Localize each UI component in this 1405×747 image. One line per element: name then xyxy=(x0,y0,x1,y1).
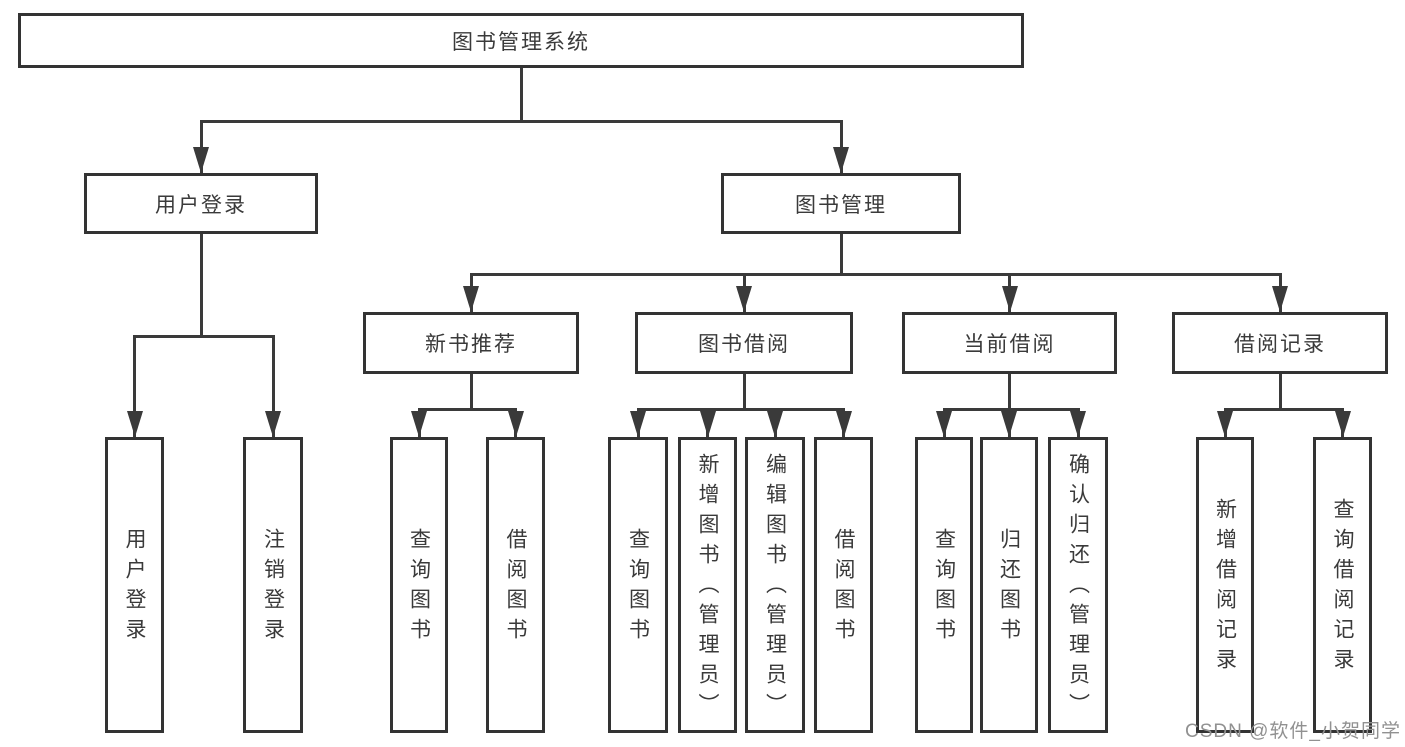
arrow-down-icon xyxy=(699,411,716,437)
connector-to-book-management xyxy=(839,120,843,173)
arrow-down-icon xyxy=(1070,411,1086,437)
connector-root-stem xyxy=(519,68,523,120)
leaf-borrow-books: 借阅图书 xyxy=(814,437,873,733)
arrow-down-icon xyxy=(1272,286,1288,312)
arrow-down-icon xyxy=(1334,411,1351,437)
node-current-borrow: 当前借阅 xyxy=(902,312,1117,374)
connector-user-login-hline xyxy=(133,335,275,338)
connector-new-book-hline xyxy=(417,408,517,411)
node-new-book-recommend: 新书推荐 xyxy=(363,312,579,374)
leaf-user-login: 用户登录 xyxy=(105,437,164,733)
leaf-query-books-current: 查询图书 xyxy=(915,437,973,733)
arrow-down-icon xyxy=(630,411,646,437)
arrow-down-icon xyxy=(193,147,209,173)
connector-to-leaf-user-login xyxy=(133,335,136,437)
arrow-down-icon xyxy=(833,147,849,173)
connector-borrow-records-stem xyxy=(1278,374,1282,408)
node-user-login-branch: 用户登录 xyxy=(84,173,318,234)
connector-to-leaf-logout xyxy=(271,335,275,437)
arrow-down-icon xyxy=(736,286,752,312)
connector-level3-hline xyxy=(469,273,1282,276)
arrow-down-icon xyxy=(126,411,143,437)
connector-borrow-records-hline xyxy=(1223,408,1344,411)
leaf-edit-books-admin: 编辑图书（管理员） xyxy=(745,437,805,733)
leaf-query-books-recommend: 查询图书 xyxy=(390,437,448,733)
leaf-add-books-admin: 新增图书（管理员） xyxy=(678,437,737,733)
leaf-query-borrow-record: 查询借阅记录 xyxy=(1313,437,1372,733)
connector-to-user-login xyxy=(199,120,203,173)
node-borrow-records: 借阅记录 xyxy=(1172,312,1388,374)
arrow-down-icon xyxy=(265,411,281,437)
leaf-query-books-borrow: 查询图书 xyxy=(608,437,668,733)
connector-book-borrow-hline xyxy=(636,408,845,411)
connector-level2-hline xyxy=(199,120,843,123)
node-library-management-system: 图书管理系统 xyxy=(18,13,1024,68)
arrow-down-icon xyxy=(767,411,783,437)
connector-book-management-stem xyxy=(839,234,843,273)
arrow-down-icon xyxy=(1001,286,1018,312)
connector-new-book-stem xyxy=(469,374,473,408)
arrow-down-icon xyxy=(835,411,852,437)
arrow-down-icon xyxy=(1217,411,1233,437)
leaf-confirm-return-admin: 确认归还（管理员） xyxy=(1048,437,1108,733)
connector-user-login-stem xyxy=(199,234,203,335)
connector-book-borrow-stem xyxy=(742,374,746,408)
leaf-logout: 注销登录 xyxy=(243,437,303,733)
arrow-down-icon xyxy=(507,411,524,437)
leaf-return-books: 归还图书 xyxy=(980,437,1038,733)
node-book-borrow: 图书借阅 xyxy=(635,312,853,374)
connector-current-borrow-hline xyxy=(942,408,1080,411)
connector-current-borrow-stem xyxy=(1008,374,1011,408)
leaf-add-borrow-record: 新增借阅记录 xyxy=(1196,437,1254,733)
arrow-down-icon xyxy=(936,411,952,437)
arrow-down-icon xyxy=(411,411,427,437)
arrow-down-icon xyxy=(1001,411,1017,437)
watermark: CSDN @软件_小贺同学 xyxy=(1185,721,1401,742)
leaf-borrow-books-recommend: 借阅图书 xyxy=(486,437,545,733)
arrow-down-icon xyxy=(463,286,479,312)
node-book-management-branch: 图书管理 xyxy=(721,173,961,234)
